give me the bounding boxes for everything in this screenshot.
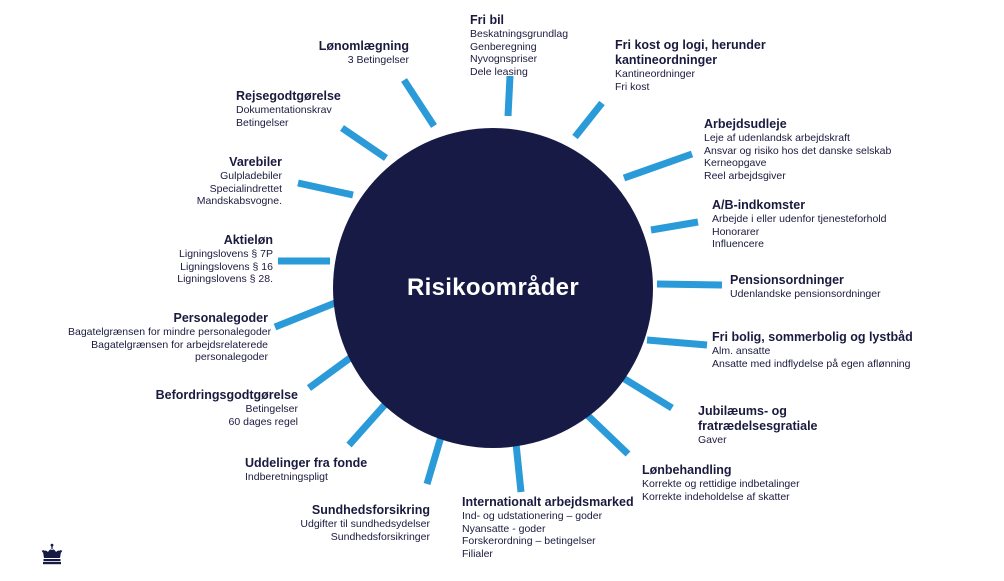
topic-item: Nyvognspriser	[470, 53, 538, 65]
ray-arbejdsudleje	[622, 150, 694, 182]
topic-item: Fri kost	[615, 80, 650, 93]
topic-item: Korrekte indeholdelse af skatter	[642, 490, 790, 503]
topic-title: Befordringsgodtgørelse	[155, 388, 298, 402]
ray-fribil	[504, 75, 514, 117]
ray-varebiler	[297, 179, 354, 199]
topic-item: Ligningslovens § 16	[180, 260, 273, 273]
topic-title: Uddelinger fra fonde	[245, 456, 368, 470]
ray-uddelinger	[346, 397, 392, 448]
topic-item: Mandskabsvogne.	[196, 195, 282, 207]
topic-title: Arbejdsudleje	[704, 117, 787, 131]
topic-title: Personalegoder	[173, 311, 268, 325]
topic-item: Sundhedsforsikringer	[330, 530, 430, 543]
topic-loenomlaegning: Lønomlægning 3 Betingelser	[319, 39, 409, 67]
topic-item: 3 Betingelser	[347, 54, 409, 66]
topic-item: Forskerordning – betingelser	[462, 535, 596, 547]
topic-item: Ind- og udstationering – goder	[462, 510, 603, 522]
topic-item: Genberegning	[470, 40, 537, 53]
topic-item: Specialindrettet	[209, 182, 282, 195]
topic-item: Ligningslovens § 7P	[179, 248, 273, 260]
topic-title: Varebiler	[229, 155, 282, 169]
center-title: Risikoområder	[407, 274, 579, 301]
topic-item: Indberetningspligt	[245, 471, 328, 483]
topic-item: Beskatningsgrundlag	[470, 28, 569, 40]
topic-item: Ansvar og risiko hos det danske selskab	[704, 144, 892, 157]
center-circle: Risikoområder	[333, 128, 653, 448]
ray-personalegoder	[273, 299, 337, 331]
topic-item: Honorarer	[712, 225, 760, 238]
topic-item: Gaver	[698, 434, 727, 446]
topic-befordring: Befordringsgodtgørelse Betingelser 60 da…	[156, 388, 298, 428]
topic-fri-bil: Fri bil Beskatningsgrundlag Genberegning…	[470, 13, 568, 78]
topic-item: Dokumentationskrav	[236, 104, 332, 116]
topic-arbejdsudleje: Arbejdsudleje Leje af udenlandsk arbejds…	[704, 117, 891, 182]
ray-befordring	[306, 355, 353, 391]
topic-title: A/B-indkomster	[712, 198, 806, 212]
topic-item: Betingelser	[236, 116, 289, 129]
topic-item: Reel arbejdsgiver	[704, 169, 786, 182]
topic-title: Rejsegodtgørelse	[236, 89, 341, 103]
ray-rejse	[340, 125, 388, 161]
topic-item: Udenlandske pensionsordninger	[730, 288, 881, 300]
topic-fri-bolig: Fri bolig, sommerbolig og lystbåd Alm. a…	[712, 330, 913, 370]
topic-title: Fri bil	[470, 13, 505, 27]
ray-loenomlaegning	[401, 78, 437, 128]
topic-item: Dele leasing	[470, 65, 528, 78]
topic-item: Korrekte og rettidige indbetalinger	[642, 478, 800, 490]
topic-uddelinger: Uddelinger fra fonde Indberetningspligt	[245, 456, 367, 484]
topic-item: Influencere	[712, 238, 764, 250]
topic-title: Lønbehandling	[642, 463, 732, 477]
ray-pension	[656, 280, 723, 289]
topic-personalegoder: Personalegoder Bagatelgrænsen for mindre…	[68, 311, 272, 364]
topic-ab-indkomster: A/B-indkomster Arbejde i eller udenfor t…	[712, 198, 887, 251]
ray-kost	[572, 100, 605, 140]
topic-item: 60 dages regel	[228, 415, 298, 428]
topic-internationalt: Internationalt arbejdsmarked Ind- og uds…	[462, 495, 634, 560]
topic-loenbehandling: Lønbehandling Korrekte og rettidige indb…	[642, 463, 800, 503]
topic-item: Gulpladebiler	[220, 170, 282, 182]
topic-item: Kantineordninger	[615, 68, 695, 80]
topic-rejsegodtgoerelse: Rejsegodtgørelse Dokumentationskrav Beti…	[236, 89, 341, 129]
topic-title: Aktieløn	[223, 233, 273, 247]
topic-title: Fri bolig, sommerbolig og lystbåd	[712, 330, 913, 344]
ray-loenbehandling	[580, 408, 631, 457]
topic-item: Leje af udenlandsk arbejdskraft	[704, 132, 850, 144]
topic-title: Jubilæums- og fratrædelsesgratiale	[698, 404, 818, 433]
topic-item: Alm. ansatte	[712, 345, 771, 357]
topic-item: Nyansatte - goder	[462, 522, 546, 535]
topic-title: Pensionsordninger	[730, 273, 844, 287]
topic-item: Betingelser	[245, 403, 298, 415]
topic-item: Ansatte med indflydelse på egen aflønnin…	[712, 357, 911, 370]
topic-item: Filialer	[462, 547, 493, 560]
topic-sundhedsforsikring: Sundhedsforsikring Udgifter til sundheds…	[300, 503, 430, 543]
topic-title: Lønomlægning	[318, 39, 409, 53]
topic-item: Bagatelgrænsen for arbejdsrelaterede per…	[91, 338, 268, 364]
ray-ab	[650, 218, 699, 234]
topic-item: Kerneopgave	[704, 157, 767, 169]
topic-item: Arbejde i eller udenfor tjenesteforhold	[712, 213, 887, 225]
topic-varebiler: Varebiler Gulpladebiler Specialindrettet…	[197, 155, 282, 208]
topic-item: Bagatelgrænsen for mindre personalegoder	[68, 326, 272, 338]
topic-fri-kost: Fri kost og logi, herunder kantineordnin…	[615, 38, 790, 93]
crown-icon	[42, 543, 62, 565]
topic-jubilaeum: Jubilæums- og fratrædelsesgratiale Gaver	[698, 404, 828, 447]
topic-title: Sundhedsforsikring	[311, 503, 430, 517]
topic-pensionsordninger: Pensionsordninger Udenlandske pensionsor…	[730, 273, 881, 301]
topic-aktieloen: Aktieløn Ligningslovens § 7P Ligningslov…	[177, 233, 273, 286]
topic-title: Internationalt arbejdsmarked	[462, 495, 634, 509]
ray-jubilaeum	[621, 375, 674, 411]
ray-bolig	[646, 336, 708, 349]
topic-title: Fri kost og logi, herunder kantineordnin…	[615, 38, 766, 67]
topic-item: Udgifter til sundhedsydelser	[300, 518, 430, 530]
topic-item: Ligningslovens § 28.	[177, 273, 273, 285]
